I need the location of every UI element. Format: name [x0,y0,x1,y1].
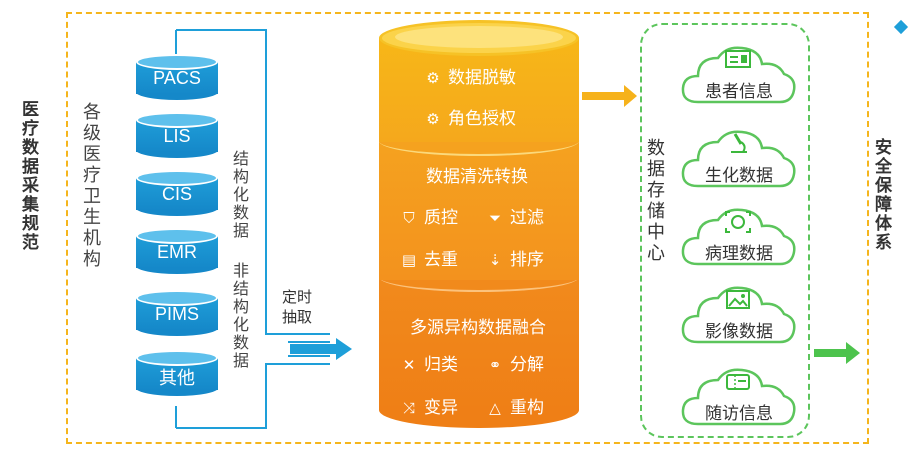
fusion-section [379,280,579,410]
institutions-label: 各级医疗卫生机构 [81,102,101,270]
source-db-pacs: PACS [136,54,218,102]
storage-item-label: 生化数据 [705,166,773,185]
cloud-shape [681,368,796,426]
source-db-pims: PIMS [136,290,218,338]
timer-label: 定时 抽取 [282,288,312,328]
source-db-emr: EMR [136,228,218,276]
storage-item-label: 患者信息 [705,82,773,101]
source-db-label: CIS [161,184,192,204]
id-card-icon [723,48,753,72]
microscope-icon [723,132,753,156]
ticket-icon [723,370,753,394]
filter-item: ⏷过滤 [486,203,544,228]
cleaning-section [379,142,579,280]
source-db-label: PIMS [154,304,199,324]
timer-line-2: 抽取 [282,309,313,326]
source-db-label: PACS [153,68,201,88]
classify-icon: ✕ [402,357,416,374]
cylinder-top-inner [395,26,563,48]
collection-frame [66,12,869,444]
sort-icon: ⇣ [488,252,502,269]
storage-item-patient: 患者信息 [680,44,798,104]
left-title: 医疗数据采集规范 [19,100,38,252]
storage-item-label: 随访信息 [705,404,773,423]
cloud-shape [681,46,796,104]
storage-item-pathology: 病理数据 [680,206,798,266]
right-title: 安全保障体系 [872,138,891,252]
classify-item: ✕归类 [400,350,458,375]
source-db-lis: LIS [136,112,218,160]
source-db-label: LIS [163,126,191,146]
source-db-cis: CIS [136,170,218,218]
sort-item: ⇣排序 [486,245,544,270]
cloud-shape [681,286,796,344]
storage-frame [640,23,810,438]
cleaning-title: 数据清洗转换 [426,167,528,186]
restructure-item: △重构 [486,393,544,418]
restructure-icon: △ [489,400,501,417]
dedupe-item: ▤去重 [401,250,458,269]
storage-item-label: 病理数据 [705,244,773,263]
cloud-shape [681,208,796,266]
decompose-icon: ⚭ [488,357,502,374]
gear-icon: ⚙ [426,111,440,128]
fusion-title: 多源异构数据融合 [410,318,546,337]
desensitize-item: ⚙数据脱敏 [424,63,516,88]
timer-line-1: 定时 [282,289,313,306]
decompose-item: ⚭分解 [486,350,544,375]
structured-label: 结构化数据 [230,150,247,240]
source-db-other: 其他 [136,350,218,398]
source-db-label: 其他 [159,368,195,388]
transform-item: ⤨变异 [400,393,458,418]
role-auth-item: ⚙角色授权 [424,104,516,129]
storage-item-imaging: 影像数据 [680,284,798,344]
storage-item-followup: 随访信息 [680,366,798,426]
gear-icon: ⚙ [426,70,440,87]
image-icon [723,288,753,312]
qc-item: ⛉质控 [400,203,458,228]
face-scan-icon [723,210,753,234]
source-db-label: EMR [157,242,197,262]
storage-label: 数据存储中心 [645,138,665,264]
transform-icon: ⤨ [402,400,415,417]
cloud-shape [681,130,796,188]
shield-icon: ⛉ [403,210,415,227]
storage-item-label: 影像数据 [705,322,773,341]
unstructured-label: 非结构化数据 [230,262,247,370]
storage-item-biochem: 生化数据 [680,128,798,188]
filter-icon: ⏷ [488,210,501,227]
dedupe-icon: ▤ [401,252,417,269]
